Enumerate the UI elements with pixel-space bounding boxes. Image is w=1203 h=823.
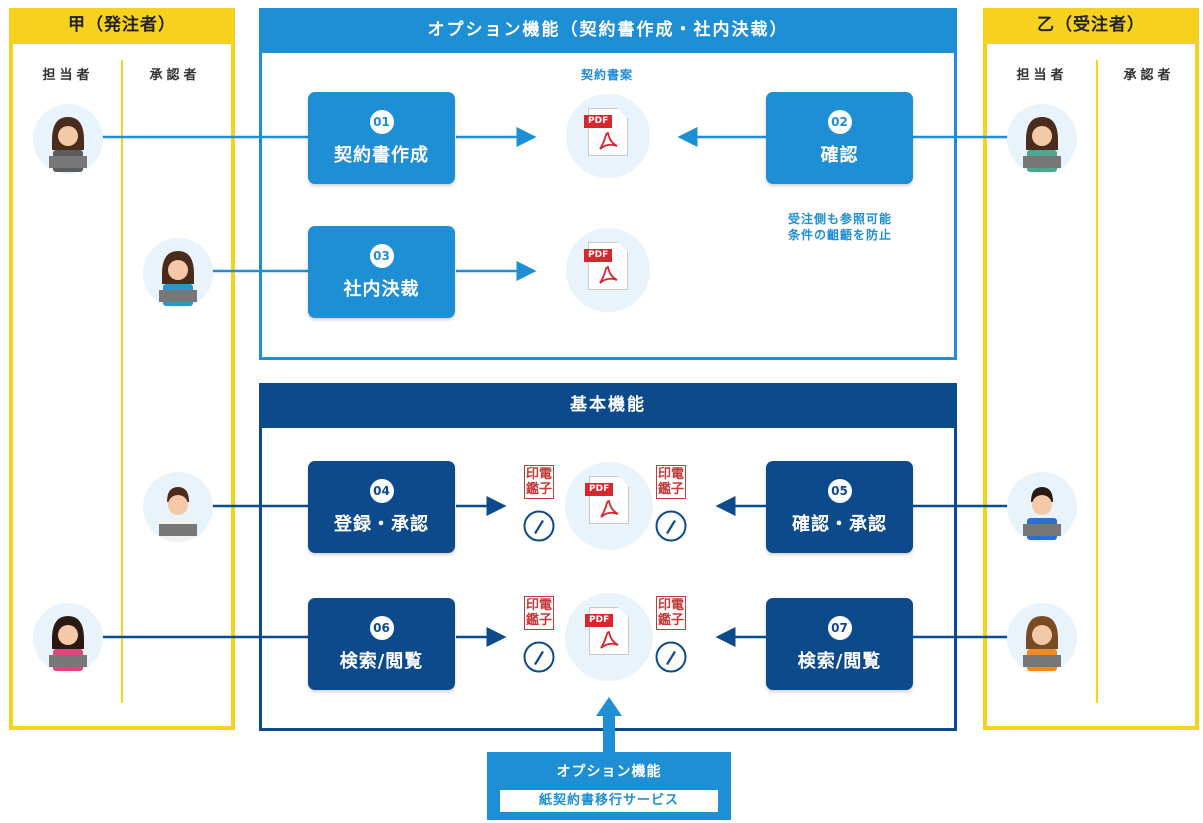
step-label: 登録・承認 <box>334 513 429 535</box>
step-number: 03 <box>369 243 394 268</box>
step-03-internal-approval[interactable]: 03 社内決裁 <box>308 226 455 318</box>
step-04-register-approve[interactable]: 04 登録・承認 <box>308 461 455 553</box>
step-number: 04 <box>369 478 394 503</box>
avatar-a-approver-2 <box>143 472 213 542</box>
step-label: 確認・承認 <box>792 513 887 535</box>
party-b-title: 乙（受注者） <box>983 8 1199 44</box>
stamp-top: 印電 <box>657 598 684 613</box>
pdf-tag: PDF <box>585 483 614 496</box>
stamp-top: 印電 <box>525 598 552 613</box>
avatar-b-staff-2 <box>1007 472 1077 542</box>
party-a-role-staff: 担当者 <box>42 68 94 83</box>
e-seal-stamp-icon: 印電 鑑子 <box>524 596 554 630</box>
woman-staff-icon <box>1007 603 1077 673</box>
woman-staff-icon <box>1007 104 1077 174</box>
man-approver-icon <box>143 472 213 542</box>
arrow-option-stem <box>603 716 615 752</box>
step-number: 06 <box>369 615 394 640</box>
pdf-file-icon <box>588 108 628 156</box>
step-02-confirm[interactable]: 02 確認 <box>766 92 913 184</box>
arrow-option-head <box>596 697 622 716</box>
pdf-caption-draft: 契約書案 <box>580 68 633 82</box>
acrobat-icon <box>596 264 620 288</box>
basic-group-title: 基本機能 <box>259 383 957 428</box>
paper-migration-service-label: 紙契約書移行サービス <box>500 790 718 812</box>
e-seal-stamp-icon: 印電 鑑子 <box>656 596 686 630</box>
option-group-title: オプション機能（契約書作成・社内決裁） <box>259 8 957 53</box>
step-label: 検索/閲覧 <box>339 650 424 672</box>
woman-approver-icon <box>143 238 213 308</box>
step-06-search-view[interactable]: 06 検索/閲覧 <box>308 598 455 690</box>
party-a-role-approver: 承認者 <box>149 68 201 83</box>
stamp-top: 印電 <box>657 467 684 482</box>
step-05-confirm-approve[interactable]: 05 確認・承認 <box>766 461 913 553</box>
party-a-role-divider <box>121 60 123 703</box>
acrobat-icon <box>597 498 621 522</box>
step-label: 検索/閲覧 <box>797 650 882 672</box>
step-07-search-view[interactable]: 07 検索/閲覧 <box>766 598 913 690</box>
avatar-b-staff-1 <box>1007 104 1077 174</box>
step-label: 確認 <box>820 144 859 166</box>
acrobat-icon <box>597 629 621 653</box>
avatar-a-staff-2 <box>33 603 103 673</box>
e-seal-stamp-icon: 印電 鑑子 <box>656 465 686 499</box>
woman-staff-icon <box>33 104 103 174</box>
step-number: 07 <box>827 615 852 640</box>
avatar-b-staff-3 <box>1007 603 1077 673</box>
note-line-2: 条件の齟齬を防止 <box>787 228 892 242</box>
stamp-bottom: 鑑子 <box>657 482 684 497</box>
pdf-tag: PDF <box>585 614 614 627</box>
man-staff-icon <box>1007 472 1077 542</box>
paper-migration-option-title: オプション機能 <box>556 764 662 780</box>
step-number: 01 <box>369 109 394 134</box>
step-number: 02 <box>827 109 852 134</box>
step-label: 契約書作成 <box>334 144 429 166</box>
party-b-role-staff: 担当者 <box>1016 68 1068 83</box>
party-b-role-divider <box>1096 60 1098 703</box>
stamp-top: 印電 <box>525 467 552 482</box>
step-01-create-contract[interactable]: 01 契約書作成 <box>308 92 455 184</box>
step-number: 05 <box>827 478 852 503</box>
avatar-a-approver-1 <box>143 238 213 308</box>
timestamp-clock-icon <box>654 509 688 543</box>
acrobat-icon <box>596 130 620 154</box>
woman-staff-icon <box>33 603 103 673</box>
stamp-bottom: 鑑子 <box>525 613 552 628</box>
stamp-bottom: 鑑子 <box>657 613 684 628</box>
party-b-role-approver: 承認者 <box>1123 68 1175 83</box>
avatar-a-staff-1 <box>33 104 103 174</box>
timestamp-clock-icon <box>522 509 556 543</box>
pdf-tag: PDF <box>584 249 613 262</box>
step-label: 社内決裁 <box>343 278 420 300</box>
timestamp-clock-icon <box>522 640 556 674</box>
pdf-tag: PDF <box>584 115 613 128</box>
e-seal-stamp-icon: 印電 鑑子 <box>524 465 554 499</box>
party-a-title: 甲（発注者） <box>9 8 235 44</box>
note-line-1: 受注側も参照可能 <box>787 212 892 226</box>
stamp-bottom: 鑑子 <box>525 482 552 497</box>
timestamp-clock-icon <box>654 640 688 674</box>
